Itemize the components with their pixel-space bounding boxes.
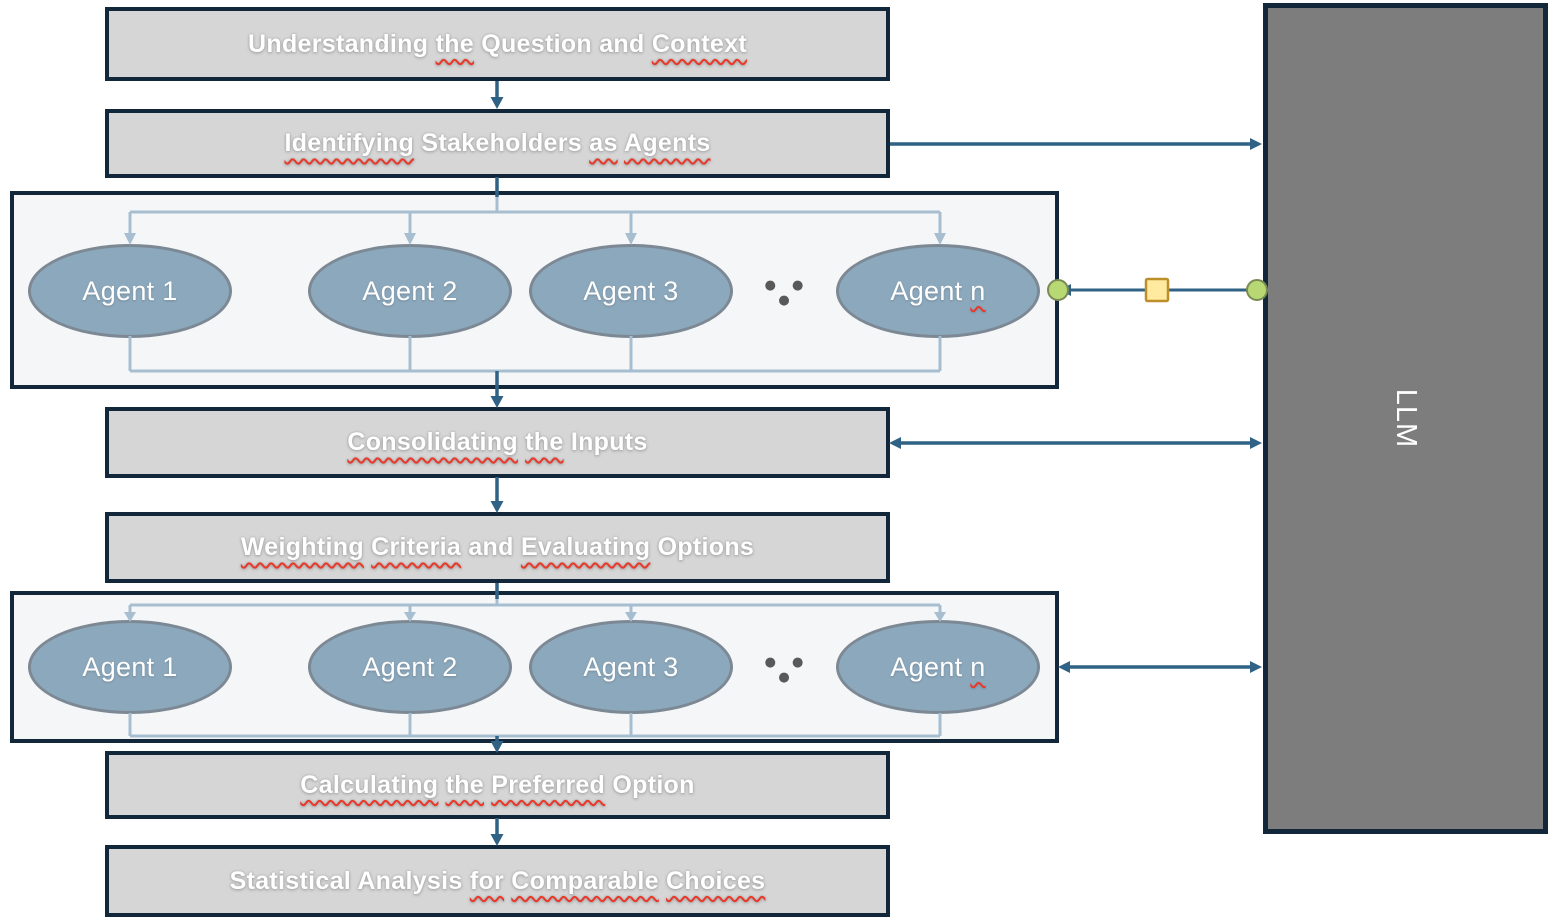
agent-ellipse-1-n[interactable]: Agent n xyxy=(836,244,1040,338)
label-segment-misspelled: Context xyxy=(651,29,747,58)
label-segment-misspelled: Choices xyxy=(666,866,766,895)
agent-ellipse-2-2[interactable]: Agent 2 xyxy=(308,620,512,714)
label-segment: Agent xyxy=(890,651,971,682)
agent-ellipse-1-1[interactable]: Agent 1 xyxy=(28,244,232,338)
label-segment-misspelled: n xyxy=(970,651,986,682)
connector-agentn-llm-selected[interactable] xyxy=(1059,284,1261,296)
step-box-consolidating[interactable]: Consolidating the Inputs xyxy=(105,407,890,478)
label-segment-misspelled: Evaluating xyxy=(520,533,651,561)
connector-midpoint-handle[interactable] xyxy=(1144,277,1170,303)
step-label-weighting: Weighting Criteria and Evaluating Option… xyxy=(241,533,754,562)
label-segment-misspelled: as xyxy=(589,129,618,157)
agent-label: Agent n xyxy=(890,276,985,307)
label-segment: Question and xyxy=(473,29,652,58)
label-segment-misspelled: for xyxy=(469,866,505,895)
step-label-identifying: Identifying Stakeholders as Agents xyxy=(284,129,710,158)
label-segment: Statistical Analysis xyxy=(229,866,470,895)
label-segment: Agent 1 xyxy=(82,651,178,682)
label-segment: Options xyxy=(650,533,755,561)
label-segment: Agent 2 xyxy=(362,651,458,682)
label-segment: Inputs xyxy=(563,428,648,456)
label-segment: and xyxy=(461,533,521,561)
label-segment-misspelled: Consolidating xyxy=(347,428,518,456)
label-segment: Agent 3 xyxy=(583,651,679,682)
step-label-statistical: Statistical Analysis for Comparable Choi… xyxy=(230,867,766,896)
step-box-identifying[interactable]: Identifying Stakeholders as Agents xyxy=(105,109,890,178)
connector-consolidating-llm[interactable] xyxy=(889,437,1262,449)
agent-label: Agent 3 xyxy=(583,276,678,307)
label-segment: Agent 2 xyxy=(362,275,458,306)
label-segment-misspelled: the xyxy=(525,428,564,456)
label-segment xyxy=(659,867,666,895)
label-segment xyxy=(438,771,445,799)
agent-ellipse-2-1[interactable]: Agent 1 xyxy=(28,620,232,714)
agent-label: Agent 2 xyxy=(362,276,457,307)
connector-identifying-to-llm[interactable] xyxy=(890,138,1262,150)
label-segment: Stakeholders xyxy=(414,129,590,157)
label-segment: Agent 3 xyxy=(583,275,679,306)
agents-ellipsis-2: ● ● ● xyxy=(764,655,810,685)
step-label-understanding: Understanding the Question and Context xyxy=(248,30,747,59)
agent-label: Agent 1 xyxy=(82,276,177,307)
agent-label: Agent 1 xyxy=(82,652,177,683)
label-segment-misspelled: Identifying xyxy=(284,129,415,157)
agents-ellipsis-1: ● ● ● xyxy=(764,278,810,308)
label-segment: Agent 1 xyxy=(82,275,178,306)
label-segment-misspelled: n xyxy=(970,275,986,306)
connector-group2-llm[interactable] xyxy=(1058,661,1262,673)
label-segment-misspelled: Criteria xyxy=(371,533,462,561)
label-segment: Agent xyxy=(890,275,971,306)
agent-ellipse-1-2[interactable]: Agent 2 xyxy=(308,244,512,338)
step-label-calculating: Calculating the Preferred Option xyxy=(300,771,694,800)
step-box-calculating[interactable]: Calculating the Preferred Option xyxy=(105,751,890,819)
label-segment: Understanding xyxy=(248,29,436,58)
step-box-statistical[interactable]: Statistical Analysis for Comparable Choi… xyxy=(105,845,890,917)
label-segment-misspelled: Preferred xyxy=(491,770,606,799)
agent-label: Agent 2 xyxy=(362,652,457,683)
label-segment-misspelled: Comparable xyxy=(511,866,659,895)
step-box-weighting[interactable]: Weighting Criteria and Evaluating Option… xyxy=(105,512,890,583)
step-label-consolidating: Consolidating the Inputs xyxy=(347,428,647,457)
label-segment-misspelled: Calculating xyxy=(300,770,439,799)
agent-ellipse-1-3[interactable]: Agent 3 xyxy=(529,244,733,338)
label-segment-misspelled: Agents xyxy=(624,129,711,157)
label-segment-misspelled: the xyxy=(445,770,484,799)
step-box-understanding[interactable]: Understanding the Question and Context xyxy=(105,7,890,81)
agent-ellipse-2-n[interactable]: Agent n xyxy=(836,620,1040,714)
agent-label: Agent 3 xyxy=(583,652,678,683)
llm-box[interactable]: LLM xyxy=(1263,3,1548,834)
agent-ellipse-2-3[interactable]: Agent 3 xyxy=(529,620,733,714)
label-segment: Option xyxy=(605,770,695,799)
llm-label: LLM xyxy=(1389,388,1422,449)
label-segment-misspelled: Weighting xyxy=(240,533,364,561)
agent-label: Agent n xyxy=(890,652,985,683)
label-segment-misspelled: the xyxy=(435,29,474,58)
